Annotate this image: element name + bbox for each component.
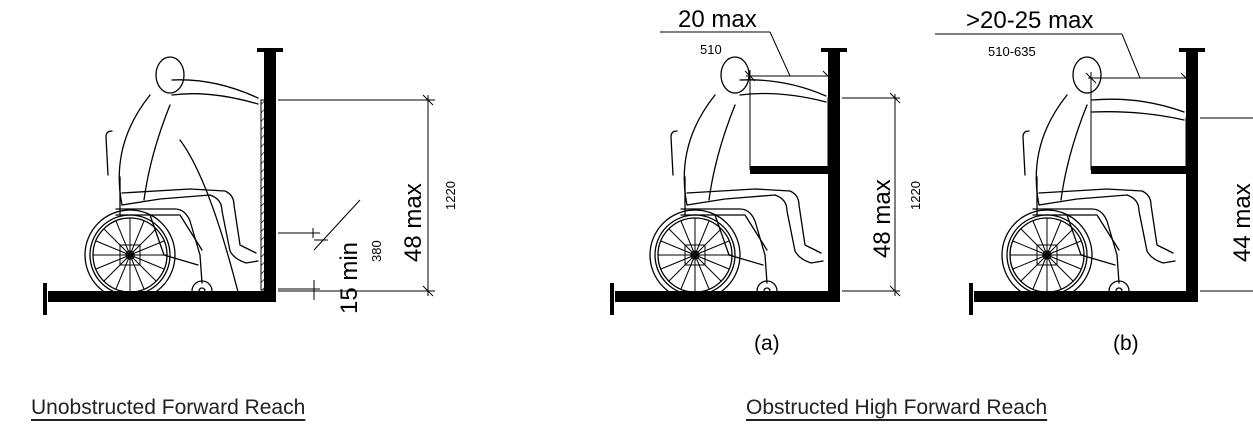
caption-unobstructed: Unobstructed Forward Reach	[31, 396, 306, 419]
wall	[828, 52, 840, 302]
wall	[1186, 52, 1198, 302]
reach-target	[1185, 117, 1198, 167]
reach-target	[260, 99, 273, 291]
fig-a-height-mm: 1220	[908, 181, 923, 210]
caption-obstructed: Obstructed High Forward Reach	[746, 396, 1048, 419]
reach-target	[827, 97, 840, 167]
obstructed-reach-figure-b	[935, 33, 1253, 315]
fig-a-depth-label: 20 max	[678, 6, 757, 33]
obstructed-reach-figure-a	[610, 31, 901, 315]
counter	[1091, 166, 1188, 174]
fig-b-depth-label: >20-25 max	[966, 7, 1093, 34]
unobstructed-reach-figure	[43, 48, 435, 315]
fig-a-depth-mm: 510	[700, 42, 722, 57]
counter	[750, 166, 830, 174]
fig-b-depth-mm: 510-635	[988, 44, 1036, 59]
wheelchair-user	[84, 56, 259, 302]
fig-b-height-label: 44 max	[1229, 183, 1253, 262]
fig1-low-label: 15 min	[336, 242, 363, 314]
wheelchair-user	[1001, 56, 1176, 302]
fig1-height-mm: 1220	[443, 181, 458, 210]
fig-a-caption: (a)	[754, 332, 780, 355]
fig1-height-label: 48 max	[400, 183, 427, 262]
fig1-low-mm: 380	[369, 240, 384, 262]
floor	[974, 291, 1198, 302]
wheelchair-user	[649, 56, 824, 302]
floor	[615, 291, 840, 302]
floor	[48, 291, 275, 302]
fig-a-height-label: 48 max	[869, 179, 896, 258]
fig-b-caption: (b)	[1113, 332, 1139, 355]
